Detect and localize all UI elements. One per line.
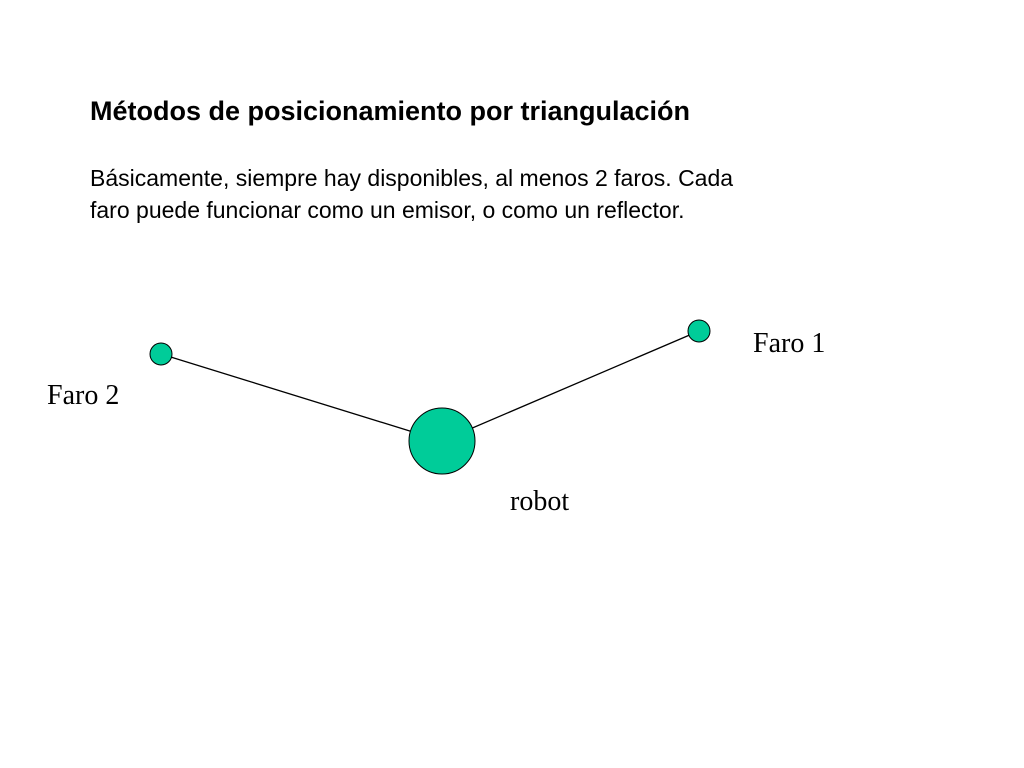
faro-2-label: Faro 2 xyxy=(47,380,119,411)
body-line-1: Básicamente, siempre hay disponibles, al… xyxy=(90,165,734,191)
body-line-2: faro puede funcionar como un emisor, o c… xyxy=(90,197,685,223)
robot-node xyxy=(408,407,476,475)
slide-title: Métodos de posicionamiento por triangula… xyxy=(90,96,691,126)
edge-faro-2-robot xyxy=(160,353,443,442)
slide-body-text: Básicamente, siempre hay disponibles, al… xyxy=(90,162,910,226)
edge-robot-faro-1 xyxy=(441,330,700,442)
faro-2-node xyxy=(149,342,173,366)
robot-label: robot xyxy=(510,486,569,517)
faro-1-node xyxy=(687,319,711,343)
faro-1-label: Faro 1 xyxy=(753,328,825,359)
